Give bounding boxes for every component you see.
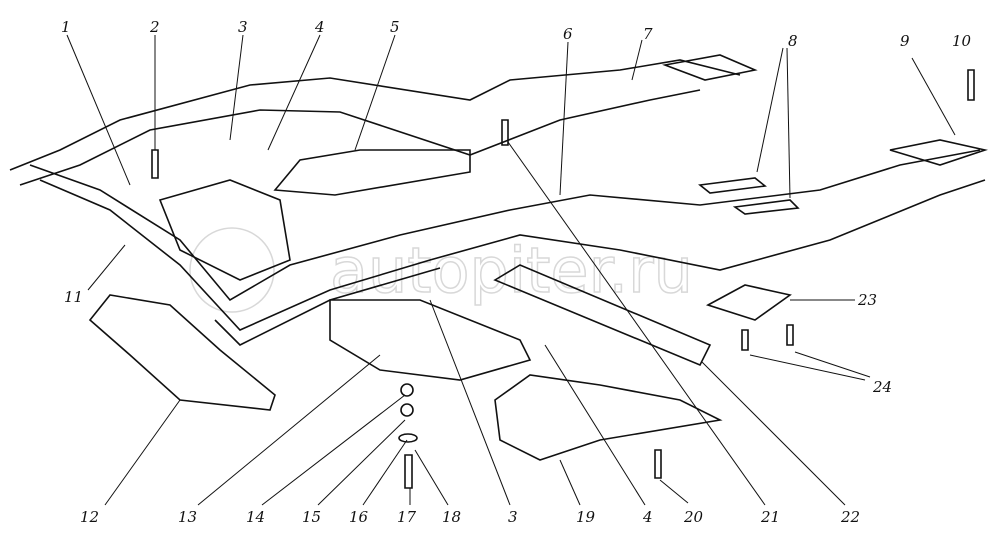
callout-23: 23 [857,291,877,309]
watermark-logo [189,227,275,313]
callout-9: 9 [900,32,910,50]
callout-24: 24 [872,378,892,396]
callout-2: 2 [149,18,160,36]
callout-7: 7 [643,25,653,43]
callout-20: 20 [683,508,704,526]
rear-mount-pad [889,139,988,166]
callout-12: 12 [80,508,99,526]
callout-17: 17 [397,508,417,526]
spacer-plates-8 [698,177,800,215]
frame-rail-far [9,59,741,171]
washer-16 [398,433,418,443]
strut-22 [493,264,712,367]
callout-8: 8 [788,32,798,50]
callout-3-bottom: 3 [508,508,518,526]
frame-rail-near [29,149,981,302]
floor-plate-5 [273,149,471,196]
callout-1: 1 [61,18,71,36]
frame-rail-far-inner [19,89,701,186]
callout-6: 6 [563,25,573,43]
frame-drawing [9,54,988,489]
pad-23 [705,284,792,321]
frame-rail-near-lower [39,179,986,331]
leader-lines [66,34,956,506]
callout-15: 15 [302,508,321,526]
callout-4-bottom: 4 [642,508,653,526]
callout-3: 3 [238,18,248,36]
callout-16: 16 [349,508,369,526]
callout-14: 14 [246,508,265,526]
support-bracket-left [158,179,291,281]
shield-19 [494,374,723,461]
bolts [151,69,975,489]
skid-plate-12 [88,294,276,411]
rear-mount-pad-far [662,54,758,81]
callout-18: 18 [442,508,461,526]
callout-11: 11 [64,288,83,306]
support-bracket-center [329,299,532,381]
callout-labels: 1 2 3 4 5 6 7 8 9 10 11 12 13 14 15 16 1… [61,18,972,526]
callout-10: 10 [952,32,972,50]
callout-4: 4 [314,18,325,36]
callout-21: 21 [760,508,780,526]
bushing-15 [400,403,414,417]
front-crossmember [214,267,441,346]
callout-13: 13 [178,508,197,526]
bushing-14 [400,383,414,397]
callout-19: 19 [576,508,596,526]
callout-5: 5 [390,18,400,36]
callout-22: 22 [840,508,860,526]
